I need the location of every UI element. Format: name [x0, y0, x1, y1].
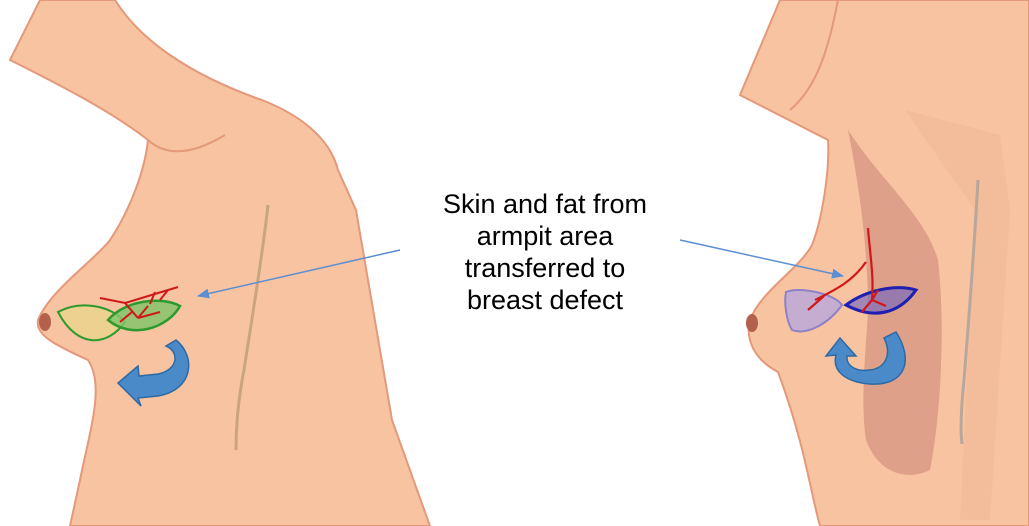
left-torso-figure	[10, 0, 430, 526]
left-torso-body	[10, 0, 430, 526]
caption-line-3: transferred to	[395, 252, 695, 284]
caption-line-1: Skin and fat from	[395, 188, 695, 220]
caption-line-2: armpit area	[395, 220, 695, 252]
caption-line-4: breast defect	[395, 284, 695, 316]
left-nipple	[39, 313, 51, 331]
right-nipple	[746, 314, 758, 332]
procedure-caption: Skin and fat from armpit area transferre…	[395, 188, 695, 316]
